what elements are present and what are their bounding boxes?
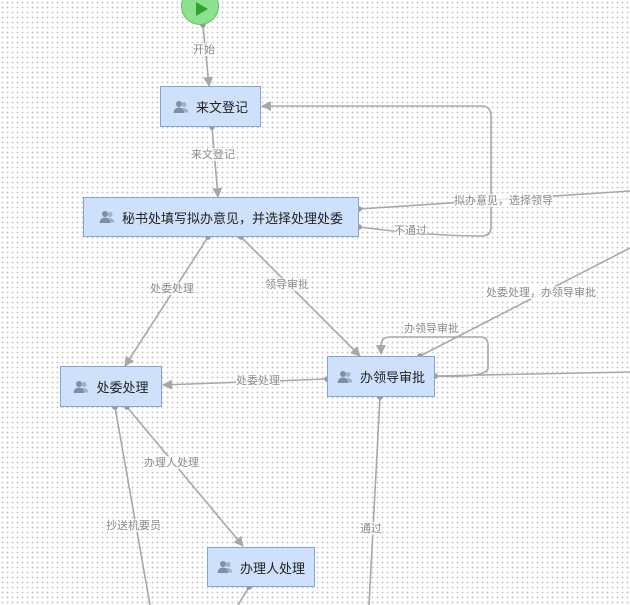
edge-laiwen-to-mishu[interactable] [211, 126, 223, 198]
edge-chuwei-down[interactable] [114, 406, 151, 605]
node-mishu-chuli[interactable]: 秘书处填写拟办意见，并选择处理处委 [83, 197, 359, 237]
node-banlingdao-shenpi[interactable]: 办领导审批 [327, 356, 435, 397]
edge-label-chaosong: 抄送机要员 [106, 519, 161, 532]
edge-label-butongguo: 不通过 [394, 224, 427, 237]
edge-chuwei-to-banliren[interactable] [126, 406, 244, 547]
users-icon [99, 211, 115, 223]
edge-label-tongguo: 通过 [360, 522, 382, 535]
node-label: 办领导审批 [359, 371, 425, 386]
node-banliren-chuli[interactable]: 办理人处理 [207, 547, 315, 587]
edge-label-lingdao-shenpi: 领导审批 [265, 278, 309, 291]
node-label: 办理人处理 [239, 561, 305, 577]
node-laiwen-dengji[interactable]: 来文登记 [160, 86, 261, 127]
edge-mishu-to-chuwei[interactable] [124, 236, 209, 367]
node-label: 来文登记 [195, 101, 248, 116]
edge-banlingdao-down[interactable] [368, 396, 381, 605]
users-icon [73, 380, 89, 393]
users-icon [173, 100, 189, 113]
edge-mishu-to-banlingdao[interactable] [240, 236, 361, 357]
edge-label-chuwei-banlingdao: 处委处理，办领导审批 [486, 286, 596, 299]
edge-banliren-down[interactable] [237, 586, 250, 605]
users-icon [217, 561, 233, 573]
edge-label-banliren-chuli: 办理人处理 [144, 456, 199, 469]
edge-right-to-banlingdao[interactable] [419, 247, 630, 357]
edge-label-chuwei-chuli-1: 处委处理 [150, 282, 194, 295]
edge-label-laiwen-dengji: 来文登记 [191, 148, 235, 161]
node-label: 秘书处填写拟办意见，并选择处理处委 [121, 211, 343, 227]
users-icon [337, 370, 353, 383]
node-chuwei-chuli[interactable]: 处委处理 [60, 366, 162, 407]
node-label: 处委处理 [96, 381, 149, 396]
edge-label-kaishi: 开始 [193, 43, 215, 56]
edge-label-nibanyijian: 拟办意见，选择领导 [454, 194, 553, 207]
edge-label-banlingdao-loop: 办领导审批 [404, 322, 459, 335]
edge-banlingdao-to-right[interactable] [434, 371, 630, 377]
play-icon [195, 2, 208, 16]
edge-label-chuwei-chuli-2: 处委处理 [236, 374, 280, 387]
